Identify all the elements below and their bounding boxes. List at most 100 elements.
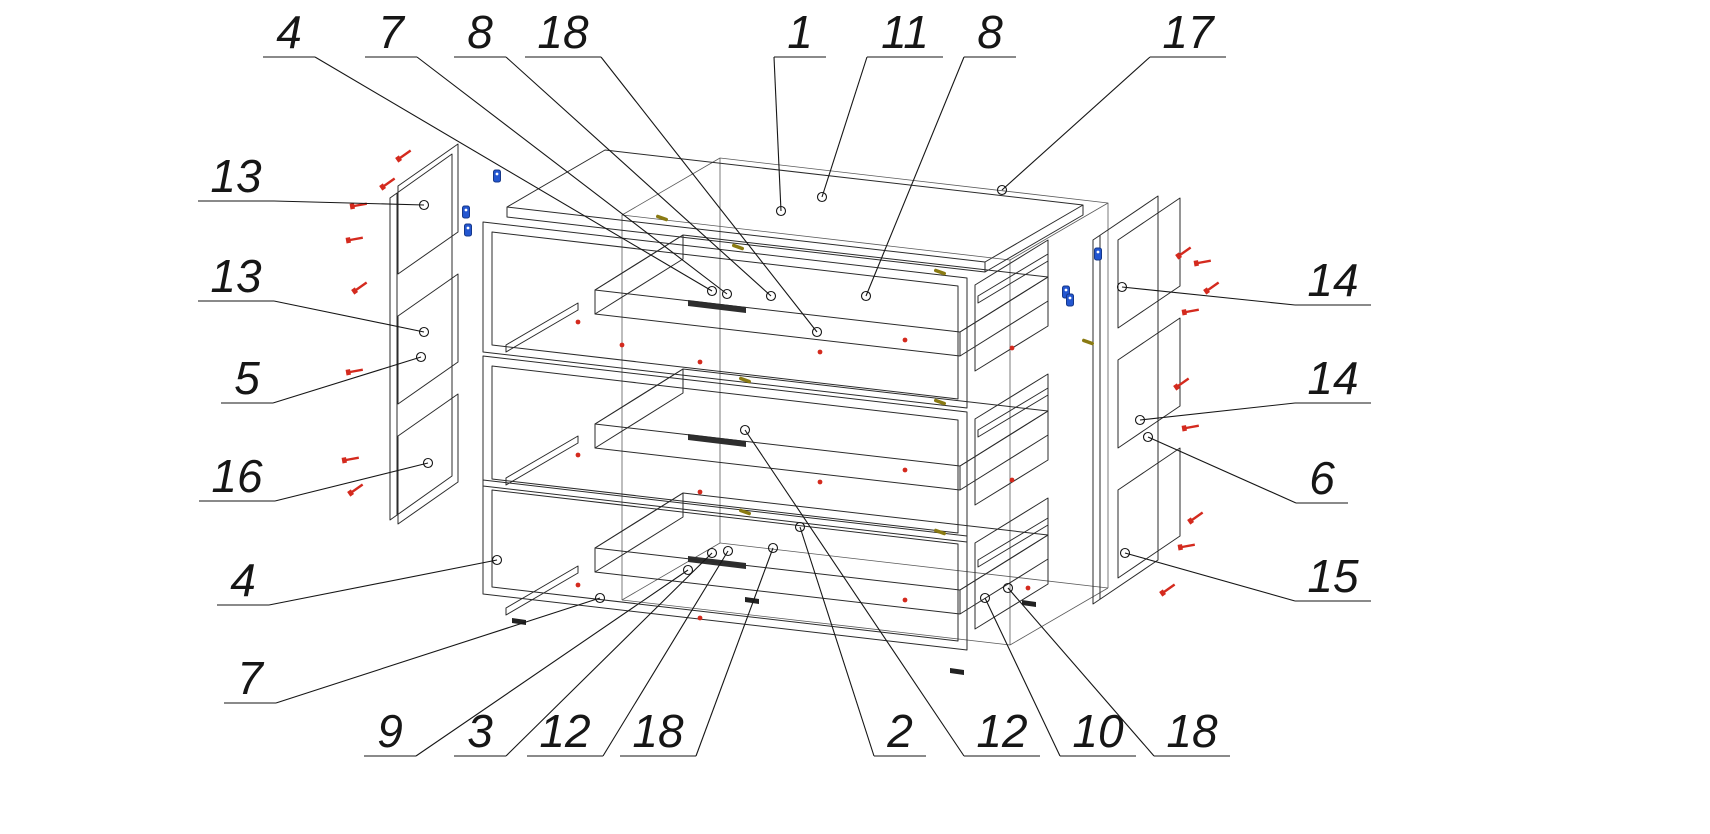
part-number-10: 10 bbox=[1072, 705, 1124, 757]
cam-screw-mark bbox=[619, 342, 625, 348]
part-number-18: 18 bbox=[1166, 705, 1218, 757]
callout-4-12: 4 bbox=[217, 554, 503, 606]
callout-target-circle bbox=[706, 285, 718, 297]
fitting-blue bbox=[464, 223, 472, 237]
callout-10-20: 10 bbox=[979, 592, 1136, 757]
callout-target-circle bbox=[775, 205, 787, 217]
callout-target-circle bbox=[996, 184, 1008, 196]
part-number-18: 18 bbox=[537, 6, 589, 58]
part-number-15: 15 bbox=[1307, 550, 1359, 602]
part-number-17: 17 bbox=[1162, 6, 1215, 58]
fitting-blue bbox=[1094, 247, 1102, 261]
callout-4-0: 4 bbox=[263, 6, 718, 297]
callout-target-circle bbox=[794, 521, 806, 533]
part-number-14: 14 bbox=[1307, 254, 1358, 306]
dowel-olive bbox=[739, 508, 751, 516]
screw-red bbox=[349, 202, 368, 210]
cam-screw-mark bbox=[1025, 585, 1031, 591]
part-number-6: 6 bbox=[1309, 452, 1335, 504]
callout-14-22: 14 bbox=[1116, 254, 1371, 306]
cam-screw-mark bbox=[902, 337, 908, 343]
cam-screw-mark bbox=[902, 467, 908, 473]
screw-red bbox=[345, 368, 364, 376]
cam-screw-mark bbox=[817, 479, 823, 485]
callout-15-25: 15 bbox=[1119, 547, 1371, 602]
callout-target-circle bbox=[979, 592, 991, 604]
callout-target-circle bbox=[418, 199, 430, 211]
callout-target-circle bbox=[422, 457, 434, 469]
part-number-12: 12 bbox=[539, 705, 590, 757]
callout-13-8: 13 bbox=[198, 150, 430, 211]
callout-target-circle bbox=[1142, 431, 1154, 443]
callout-8-6: 8 bbox=[860, 6, 1016, 302]
callout-target-circle bbox=[722, 545, 734, 557]
dowel-olive bbox=[934, 528, 946, 536]
callout-18-21: 18 bbox=[1002, 582, 1230, 757]
part-number-2: 2 bbox=[886, 705, 913, 757]
callout-target-circle bbox=[816, 191, 828, 203]
callout-target-circle bbox=[739, 424, 751, 436]
callout-13-9: 13 bbox=[198, 250, 430, 338]
screw-red bbox=[1193, 259, 1212, 267]
left-side-panel bbox=[389, 153, 453, 521]
drawer-box-middle bbox=[594, 368, 1049, 506]
callout-14-23: 14 bbox=[1134, 352, 1371, 426]
dowel-olive bbox=[934, 268, 946, 276]
callout-target-circle bbox=[594, 592, 606, 604]
cam-screw-mark bbox=[697, 615, 703, 621]
callout-7-13: 7 bbox=[224, 592, 606, 704]
part-number-14: 14 bbox=[1307, 352, 1358, 404]
cam-screw-mark bbox=[902, 597, 908, 603]
callout-12-19: 12 bbox=[739, 424, 1040, 757]
screw-red bbox=[351, 281, 368, 295]
handle-middle-drawer bbox=[688, 434, 746, 447]
callout-18-17: 18 bbox=[620, 542, 779, 757]
screw-red bbox=[1187, 511, 1204, 525]
cam-screw-mark bbox=[1009, 345, 1015, 351]
callout-12-16: 12 bbox=[527, 545, 734, 757]
callout-target-circle bbox=[1116, 281, 1128, 293]
part-number-8: 8 bbox=[977, 6, 1003, 58]
callout-target-circle bbox=[767, 542, 779, 554]
drawer-front-top bbox=[482, 221, 968, 409]
cam-screw-mark bbox=[1009, 477, 1015, 483]
callout-target-circle bbox=[721, 288, 733, 300]
callout-target-circle bbox=[860, 290, 872, 302]
part-number-3: 3 bbox=[467, 705, 493, 757]
fitting-blue bbox=[493, 169, 501, 183]
screw-red bbox=[1175, 246, 1192, 260]
dowel-olive bbox=[739, 376, 751, 384]
callout-7-1: 7 bbox=[365, 6, 733, 300]
callout-6-24: 6 bbox=[1142, 431, 1348, 504]
callout-8-2: 8 bbox=[454, 6, 777, 302]
callout-target-circle bbox=[415, 351, 427, 363]
left-small-panels bbox=[397, 143, 459, 525]
callout-target-circle bbox=[706, 547, 718, 559]
foot-glide bbox=[1022, 600, 1036, 607]
dowel-olive bbox=[934, 398, 946, 406]
screw-red bbox=[1181, 308, 1200, 316]
cam-screw-mark bbox=[697, 489, 703, 495]
part-number-13: 13 bbox=[210, 150, 262, 202]
screw-red bbox=[1203, 281, 1220, 295]
screw-red bbox=[1181, 424, 1200, 432]
screw-red bbox=[1173, 377, 1190, 391]
top-panel bbox=[506, 149, 1084, 273]
callout-1-4: 1 bbox=[773, 6, 826, 217]
screw-red bbox=[1159, 583, 1176, 597]
part-number-8: 8 bbox=[467, 6, 493, 58]
callout-11-5: 11 bbox=[816, 6, 943, 203]
drawer-front-bottom bbox=[482, 479, 968, 651]
cam-screw-mark bbox=[575, 319, 581, 325]
foot-glide bbox=[950, 668, 964, 675]
callout-2-18: 2 bbox=[794, 521, 926, 757]
drawer-box-top bbox=[594, 234, 1049, 372]
callout-target-circle bbox=[682, 564, 694, 576]
part-number-9: 9 bbox=[377, 705, 403, 757]
fastener-layer bbox=[341, 149, 1220, 675]
cam-screw-mark bbox=[817, 349, 823, 355]
